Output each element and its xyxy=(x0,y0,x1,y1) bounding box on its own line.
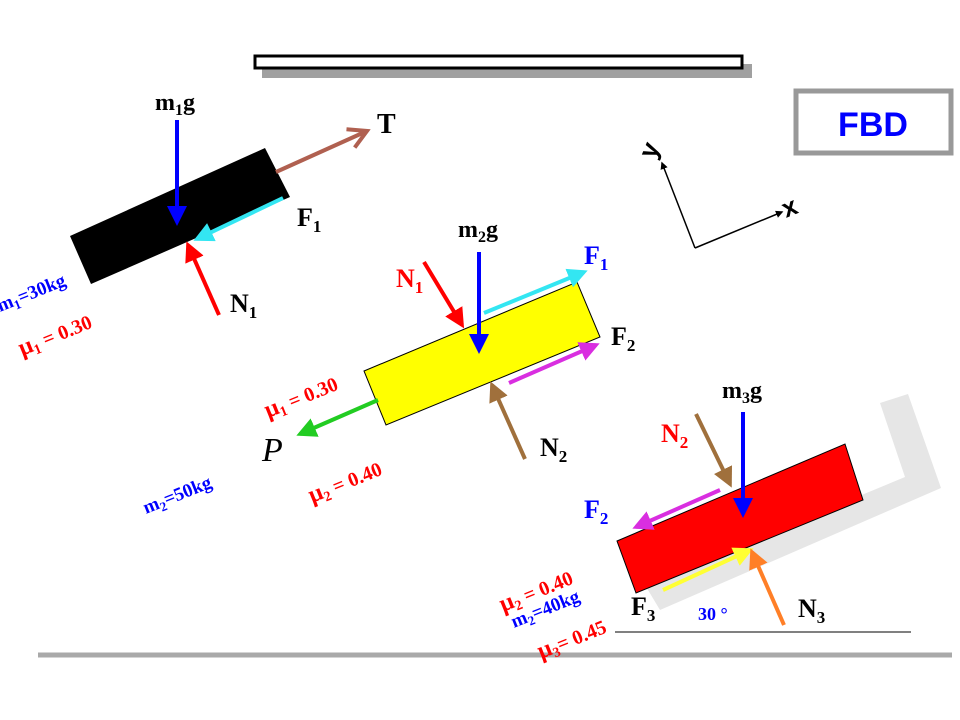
y-axis xyxy=(660,161,696,249)
block2 xyxy=(363,281,601,426)
weight3-label: m3g xyxy=(722,378,762,407)
weight2-label: m2g xyxy=(458,217,498,246)
friction2-top-label: F2 xyxy=(611,322,635,355)
block2-group: m2g N1 F1 F2 N2 μ1 = 0.30 μ2 = 0.40 P m2… xyxy=(140,217,635,521)
weight1-label: m1g xyxy=(155,90,195,119)
block3-group: m3g N2 F2 F3 N3 μ2 = 0.40 m2=40kg μ3= 0.… xyxy=(496,378,864,666)
normal1-top-arrow xyxy=(422,260,465,329)
friction2-block3-label: F2 xyxy=(584,495,608,528)
normal1-top-label: N1 xyxy=(396,264,423,297)
angle-label: 30 ° xyxy=(698,604,728,624)
friction3-label: F3 xyxy=(631,592,655,625)
tension-label: T xyxy=(377,109,396,140)
mu3-label: μ3= 0.45 xyxy=(534,613,611,666)
normal2-block3-label: N2 xyxy=(661,419,688,452)
pull-label: P xyxy=(261,432,283,469)
normal2-bottom-arrow xyxy=(489,381,527,460)
mu1-block2-label: μ1 = 0.30 xyxy=(261,371,343,426)
friction1-top-label: F1 xyxy=(584,241,608,274)
mu1-label: μ1 = 0.30 xyxy=(15,309,97,364)
y-axis-label: y xyxy=(632,137,665,162)
x-axis xyxy=(694,210,784,249)
friction1-label: F1 xyxy=(297,203,321,236)
tension-arrow xyxy=(275,131,367,174)
normal1-label: N1 xyxy=(230,289,257,322)
friction3-arrow xyxy=(662,547,754,592)
friction2-top-arrow xyxy=(508,342,600,385)
axes: x y xyxy=(632,137,802,249)
mu2-block2-label: μ2 = 0.40 xyxy=(305,456,387,511)
normal3-arrow xyxy=(749,548,786,626)
friction1-top-arrow xyxy=(483,268,588,315)
block3 xyxy=(616,443,864,594)
pull-arrow xyxy=(296,398,379,437)
fbd-badge xyxy=(793,88,954,156)
title-bar xyxy=(253,54,744,70)
normal3-label: N3 xyxy=(798,594,825,627)
block1-group: m1g T F1 N1 m1=30kg μ1 = 0.30 xyxy=(0,90,396,364)
friction2-block3-arrow xyxy=(632,488,721,530)
normal1-arrow xyxy=(185,241,221,316)
block1 xyxy=(70,148,290,284)
normal2-block3-arrow xyxy=(694,413,733,488)
friction1-arrow xyxy=(193,196,284,242)
mass2-label: m2=50kg xyxy=(140,472,216,521)
fbd-badge-text: FBD xyxy=(838,106,908,144)
mass1-label: m1=30kg xyxy=(0,270,70,319)
x-axis-label: x xyxy=(777,190,802,223)
normal2-bottom-label: N2 xyxy=(540,433,567,466)
